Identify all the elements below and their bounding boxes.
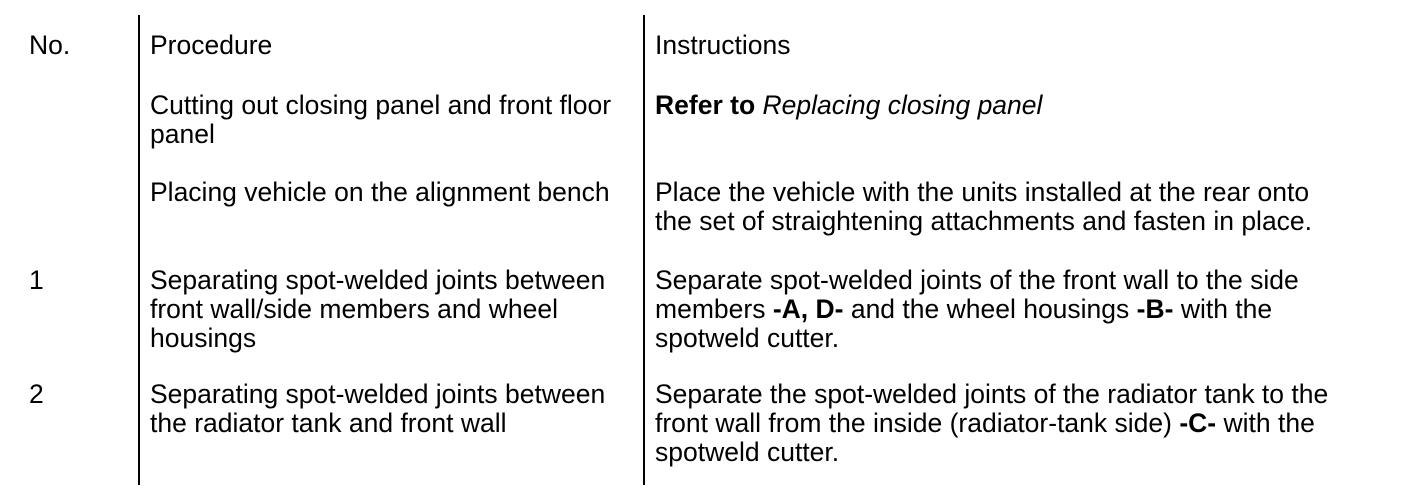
cell-instructions: Separate the spot-welded joints of the r… — [643, 364, 1358, 485]
column-header-instructions: Instructions — [643, 15, 1358, 75]
cell-no: 1 — [29, 265, 44, 295]
cell-no — [13, 75, 138, 162]
cell-procedure: Placing vehicle on the alignment bench — [138, 162, 643, 250]
cell-procedure: Separating spot-welded joints between fr… — [138, 250, 643, 364]
cell-instructions: Separate spot-welded joints of the front… — [643, 250, 1358, 364]
cell-no — [13, 162, 138, 250]
cell-procedure: Separating spot-welded joints between th… — [138, 364, 643, 485]
cell-procedure: Cutting out closing panel and front floo… — [138, 75, 643, 162]
cell-no: 2 — [29, 379, 44, 409]
column-header-no: No. — [29, 30, 71, 60]
cell-instructions: Place the vehicle with the units install… — [643, 162, 1358, 250]
cell-instructions: Refer to Replacing closing panel — [643, 75, 1358, 162]
column-header-procedure: Procedure — [138, 15, 643, 75]
procedure-table: No. Procedure Instructions Cutting out c… — [13, 15, 1358, 485]
